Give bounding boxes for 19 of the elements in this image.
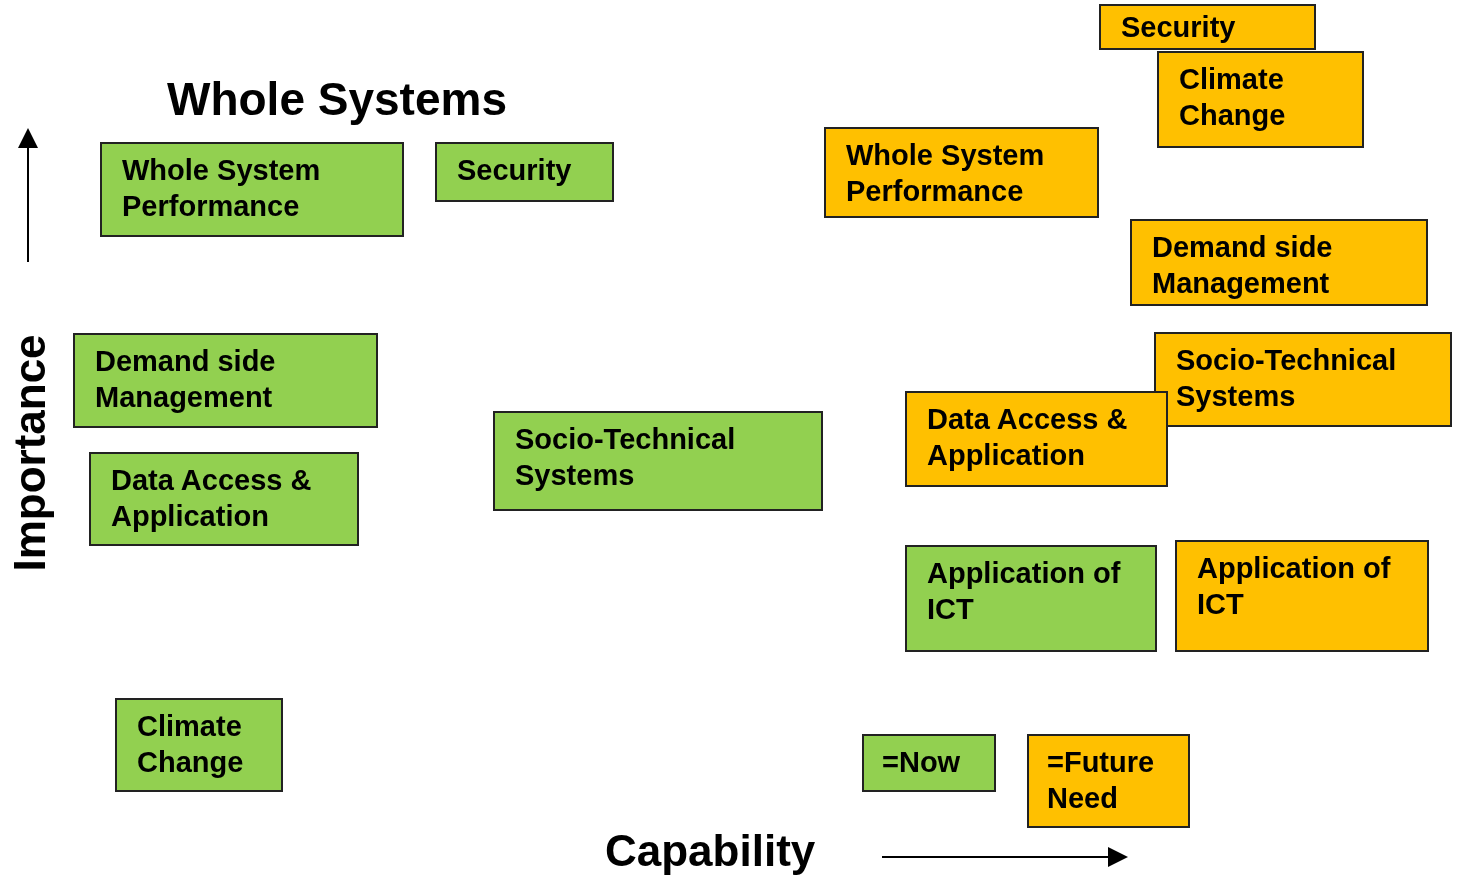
category-box: Security	[1099, 4, 1316, 50]
category-box: Whole System Performance	[824, 127, 1099, 218]
category-box: Demand side Management	[1130, 219, 1428, 306]
category-box: Climate Change	[1157, 51, 1364, 148]
legend-swatch: =Future Need	[1027, 734, 1190, 828]
axis-label: Capability	[605, 826, 816, 876]
category-box: Whole System Performance	[100, 142, 404, 237]
legend-swatch: =Now	[862, 734, 996, 792]
category-box: Security	[435, 142, 614, 202]
category-box: Socio-Technical Systems	[1154, 332, 1452, 427]
category-box: Socio-Technical Systems	[493, 411, 823, 511]
category-box: Climate Change	[115, 698, 283, 792]
category-box: Demand side Management	[73, 333, 378, 428]
category-box: Application of ICT	[1175, 540, 1429, 652]
category-box: Data Access & Application	[905, 391, 1168, 487]
axis-label: Importance	[5, 333, 55, 574]
diagram-title: Whole Systems	[167, 72, 507, 126]
category-box: Data Access & Application	[89, 452, 359, 546]
category-box: Application of ICT	[905, 545, 1157, 652]
